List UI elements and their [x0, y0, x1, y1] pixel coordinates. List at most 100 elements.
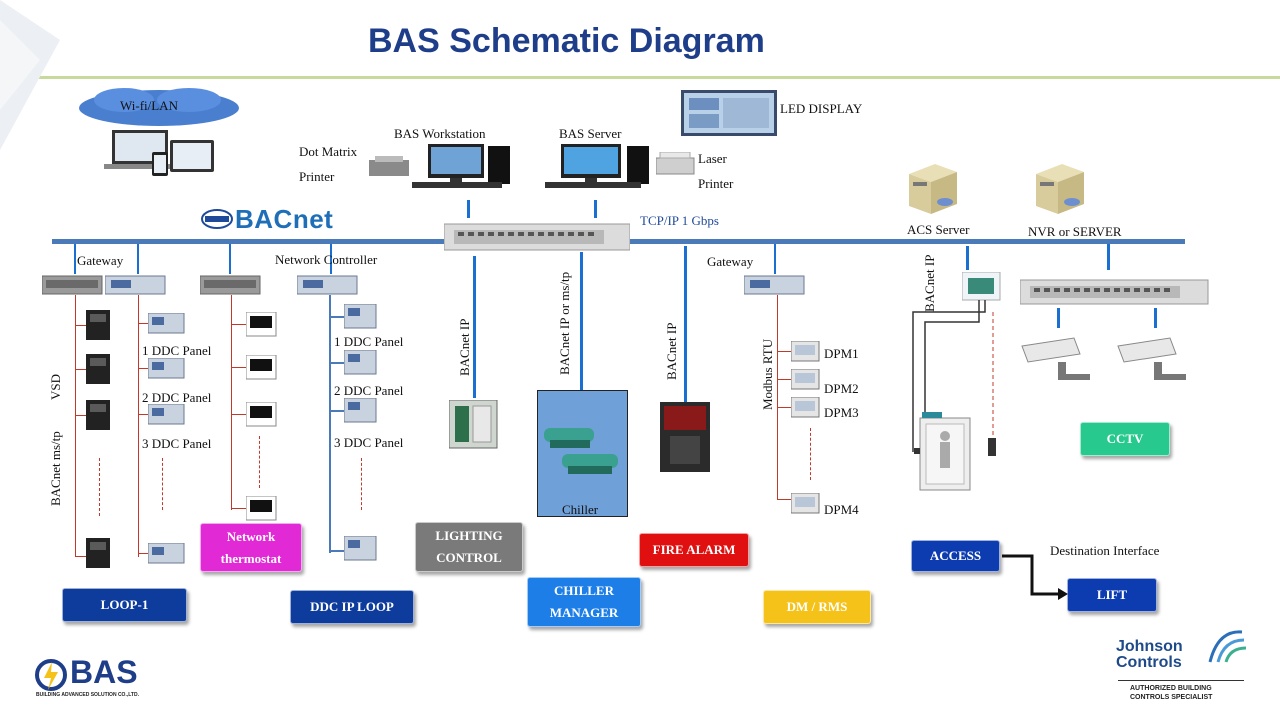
lighting-control-button[interactable]: LIGHTING CONTROL: [415, 522, 523, 572]
workstation-icon: [412, 144, 510, 188]
chiller-box: [537, 390, 628, 517]
dot-matrix-label-2: Printer: [299, 169, 335, 184]
vsd-branch-1: [75, 325, 86, 326]
dpm-branch-4: [777, 499, 791, 500]
ddc-b-branch-1: [331, 316, 344, 318]
ddc-a-branch-1: [138, 323, 148, 324]
thermostat-3-icon: [246, 402, 277, 427]
drop-gateway-left-2: [137, 244, 139, 274]
laser-printer-icon: [656, 152, 695, 175]
ddc-panel-b3-icon: [344, 398, 377, 423]
vsd-2-icon: [86, 354, 110, 384]
dpm4-icon: [791, 493, 820, 514]
ddc-ip-loop-button[interactable]: DDC IP LOOP: [290, 590, 414, 624]
jc-sub-line1: AUTHORIZED BUILDING: [1130, 685, 1212, 692]
dot-matrix-label-1: Dot Matrix: [299, 144, 358, 159]
drop-gateway-left-1: [74, 244, 76, 274]
vsd-4-icon: [86, 538, 110, 568]
ddc-a-dashed: [162, 458, 163, 510]
network-controller-device-a-icon: [200, 275, 261, 295]
wifi-label: Wi-fi/LAN: [120, 98, 178, 113]
nvr-link: [1107, 244, 1110, 270]
vsd-dashed: [99, 458, 100, 516]
bacnet-ip-chiller-label: BACnet IP or ms/tp: [557, 271, 572, 375]
ddc-panel-b1-label: 1 DDC Panel: [334, 334, 404, 349]
bacnet-mstp-left-label: BACnet ms/tp: [48, 431, 63, 506]
ddc-panel-b1-icon: [344, 304, 377, 329]
dpm3-icon: [791, 397, 820, 418]
fire-alarm-button[interactable]: FIRE ALARM: [639, 533, 749, 567]
dpm-dashed: [810, 428, 811, 480]
laser-label-2: Printer: [698, 176, 734, 191]
jc-logo-line1: Johnson: [1116, 638, 1183, 655]
lighting-link: [473, 256, 476, 398]
ddc-panel-a2-label: 2 DDC Panel: [142, 390, 212, 405]
thermo-branch-3: [231, 414, 246, 415]
ddc-panel-b4-icon: [344, 536, 377, 561]
vsd-branch-3: [75, 415, 86, 416]
drop-gateway-right: [774, 244, 776, 274]
bacnet-ip-lighting-label: BACnet IP: [457, 318, 472, 376]
dpm4-label: DPM4: [824, 502, 859, 517]
ddc-ip-bus: [329, 295, 331, 553]
uplink-server: [594, 200, 597, 218]
tcpip-label: TCP/IP 1 Gbps: [640, 213, 719, 228]
thermostat-bus: [231, 295, 232, 510]
dot-matrix-printer-icon: [369, 156, 409, 176]
nvr-server-label: NVR or SERVER: [1028, 224, 1122, 239]
dpm3-label: DPM3: [824, 405, 859, 420]
loop1-button[interactable]: LOOP-1: [62, 588, 187, 622]
jc-sub-line2: CONTROLS SPECIALIST: [1130, 694, 1213, 701]
ddc-panel-b2-label: 2 DDC Panel: [334, 383, 404, 398]
dpm2-label: DPM2: [824, 381, 859, 396]
dm-rms-button[interactable]: DM / RMS: [763, 590, 871, 624]
diagram-title: BAS Schematic Diagram: [368, 22, 765, 60]
thermo-branch-4: [231, 508, 246, 509]
dpm1-icon: [791, 341, 820, 362]
access-controller-icon: [962, 272, 1001, 301]
modbus-rtu-label: Modbus RTU: [760, 338, 775, 410]
vsd-bus: [75, 295, 76, 557]
bacnet-ip-fire-label: BACnet IP: [664, 322, 679, 380]
ddc-panel-a3-icon: [148, 404, 185, 425]
access-to-lift-arrow: [1002, 554, 1068, 600]
gateway-left-label: Gateway: [77, 253, 124, 268]
devices-icon: [104, 130, 214, 176]
ddc-panel-a4-icon: [148, 543, 185, 564]
obas-logo-subtitle: BUILDING ADVANCED SOLUTION CO.,LTD.: [36, 692, 139, 698]
network-thermostat-button[interactable]: Network thermostat: [200, 523, 302, 572]
ddc-b-branch-3: [331, 410, 344, 412]
johnson-controls-logo: Johnson Controls AUTHORIZED BUILDING CON…: [1114, 626, 1254, 706]
chiller-manager-button[interactable]: CHILLER MANAGER: [527, 577, 641, 627]
vsd-3-icon: [86, 400, 110, 430]
card-reader-icon: [988, 438, 996, 456]
access-button[interactable]: ACCESS: [911, 540, 1000, 572]
title-underline: [0, 76, 1280, 79]
ddc-panel-a2-icon: [148, 358, 185, 379]
gateway-left-controller-icon: [105, 275, 166, 295]
uplink-workstation: [467, 200, 470, 218]
gateway-right-device-icon: [744, 275, 805, 295]
ddc-panel-a1-label: 1 DDC Panel: [142, 343, 212, 358]
ddc-b-dashed: [361, 458, 362, 510]
lift-button[interactable]: LIFT: [1067, 578, 1157, 612]
dpm-branch-2: [777, 379, 791, 380]
fire-link: [684, 246, 687, 402]
ddc-b-branch-4: [331, 550, 344, 552]
dpm1-label: DPM1: [824, 346, 859, 361]
vsd-1-icon: [86, 310, 110, 340]
drop-network-controller-a: [229, 244, 231, 274]
laser-label-1: Laser: [698, 151, 727, 166]
cctv-button[interactable]: CCTV: [1080, 422, 1170, 456]
acs-link: [966, 246, 969, 270]
destination-interface-label: Destination Interface: [1050, 543, 1160, 558]
drop-network-controller-b: [330, 244, 332, 274]
bas-server-label: BAS Server: [559, 126, 622, 141]
bacnet-logo: BACnet: [201, 204, 353, 234]
nvr-server-icon: [1036, 164, 1084, 214]
thermo-dashed: [259, 436, 260, 488]
core-switch-icon: [444, 223, 630, 251]
acs-server-icon: [909, 164, 957, 214]
cloud-icon: [79, 88, 239, 126]
led-display-label: LED DISPLAY: [780, 101, 863, 116]
